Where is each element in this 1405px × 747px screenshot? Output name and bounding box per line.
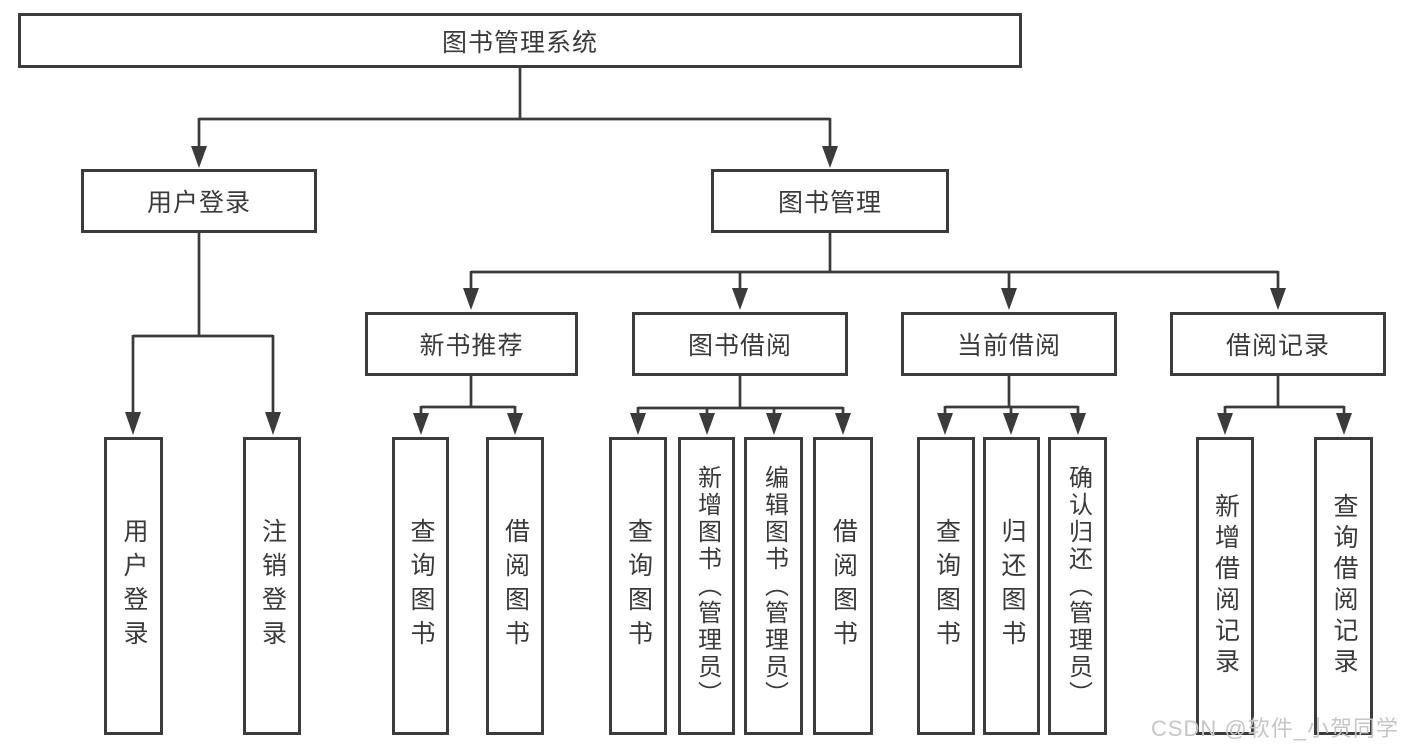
node-book-management-label: 图书管理 xyxy=(777,189,882,217)
connector-root-to-level2 xyxy=(191,68,838,168)
leaf-query-borrow-record: 查询借阅记录 xyxy=(1314,437,1373,735)
leaf-add-borrow-record: 新增借阅记录 xyxy=(1196,437,1254,735)
leaf-return-books: 归还图书 xyxy=(983,437,1040,735)
leaf-edit-books-admin: 编辑图书（管理员） xyxy=(744,437,803,735)
leaf-logout: 注销登录 xyxy=(243,437,301,735)
connector-currentborrow-to-leaves xyxy=(937,376,1086,435)
node-book-management: 图书管理 xyxy=(711,169,949,233)
leaf-confirm-return-admin-label: 确认归还（管理员） xyxy=(1064,464,1092,708)
leaf-query-books-recommend: 查询图书 xyxy=(392,437,449,735)
connector-borrowrecords-to-leaves xyxy=(1217,376,1352,435)
leaf-borrow-books: 借阅图书 xyxy=(813,437,873,735)
leaf-query-borrow-record-label: 查询借阅记录 xyxy=(1330,493,1358,679)
leaf-query-books-recommend-label: 查询图书 xyxy=(407,518,435,654)
node-current-borrow: 当前借阅 xyxy=(901,312,1117,376)
connector-bookmgmt-to-level3 xyxy=(463,233,1286,310)
connector-bookborrow-to-leaves xyxy=(630,376,851,435)
leaf-add-books-admin-label: 新增图书（管理员） xyxy=(693,464,721,708)
leaf-edit-books-admin-label: 编辑图书（管理员） xyxy=(760,464,788,708)
connector-userlogin-to-leaves xyxy=(125,233,281,435)
node-new-book-recommend: 新书推荐 xyxy=(365,312,578,376)
leaf-logout-label: 注销登录 xyxy=(258,518,287,654)
node-book-borrow-label: 图书借阅 xyxy=(687,332,792,360)
leaf-confirm-return-admin: 确认归还（管理员） xyxy=(1048,437,1107,735)
node-root-label: 图书管理系统 xyxy=(441,28,598,57)
node-user-login-label: 用户登录 xyxy=(146,189,251,217)
node-borrow-records-label: 借阅记录 xyxy=(1225,332,1330,360)
leaf-query-books-borrow-label: 查询图书 xyxy=(624,518,653,654)
node-borrow-records: 借阅记录 xyxy=(1170,312,1386,376)
node-new-book-recommend-label: 新书推荐 xyxy=(419,332,524,360)
connector-newbooks-to-leaves xyxy=(413,376,523,435)
node-user-login: 用户登录 xyxy=(81,169,317,233)
leaf-add-books-admin: 新增图书（管理员） xyxy=(678,437,735,735)
leaf-return-books-label: 归还图书 xyxy=(998,518,1026,654)
leaf-query-books-current: 查询图书 xyxy=(917,437,975,735)
leaf-borrow-books-recommend: 借阅图书 xyxy=(486,437,544,735)
leaf-add-borrow-record-label: 新增借阅记录 xyxy=(1211,493,1240,679)
leaf-query-books-current-label: 查询图书 xyxy=(932,518,961,654)
leaf-user-login: 用户登录 xyxy=(104,437,163,735)
node-current-borrow-label: 当前借阅 xyxy=(956,332,1061,360)
leaf-borrow-books-recommend-label: 借阅图书 xyxy=(501,518,530,654)
node-book-borrow: 图书借阅 xyxy=(632,312,848,376)
watermark: CSDN @软件_小贺同学 xyxy=(1150,716,1399,741)
node-root: 图书管理系统 xyxy=(18,13,1022,68)
leaf-user-login-label: 用户登录 xyxy=(120,518,148,654)
leaf-borrow-books-label: 借阅图书 xyxy=(829,518,858,654)
leaf-query-books-borrow: 查询图书 xyxy=(609,437,667,735)
